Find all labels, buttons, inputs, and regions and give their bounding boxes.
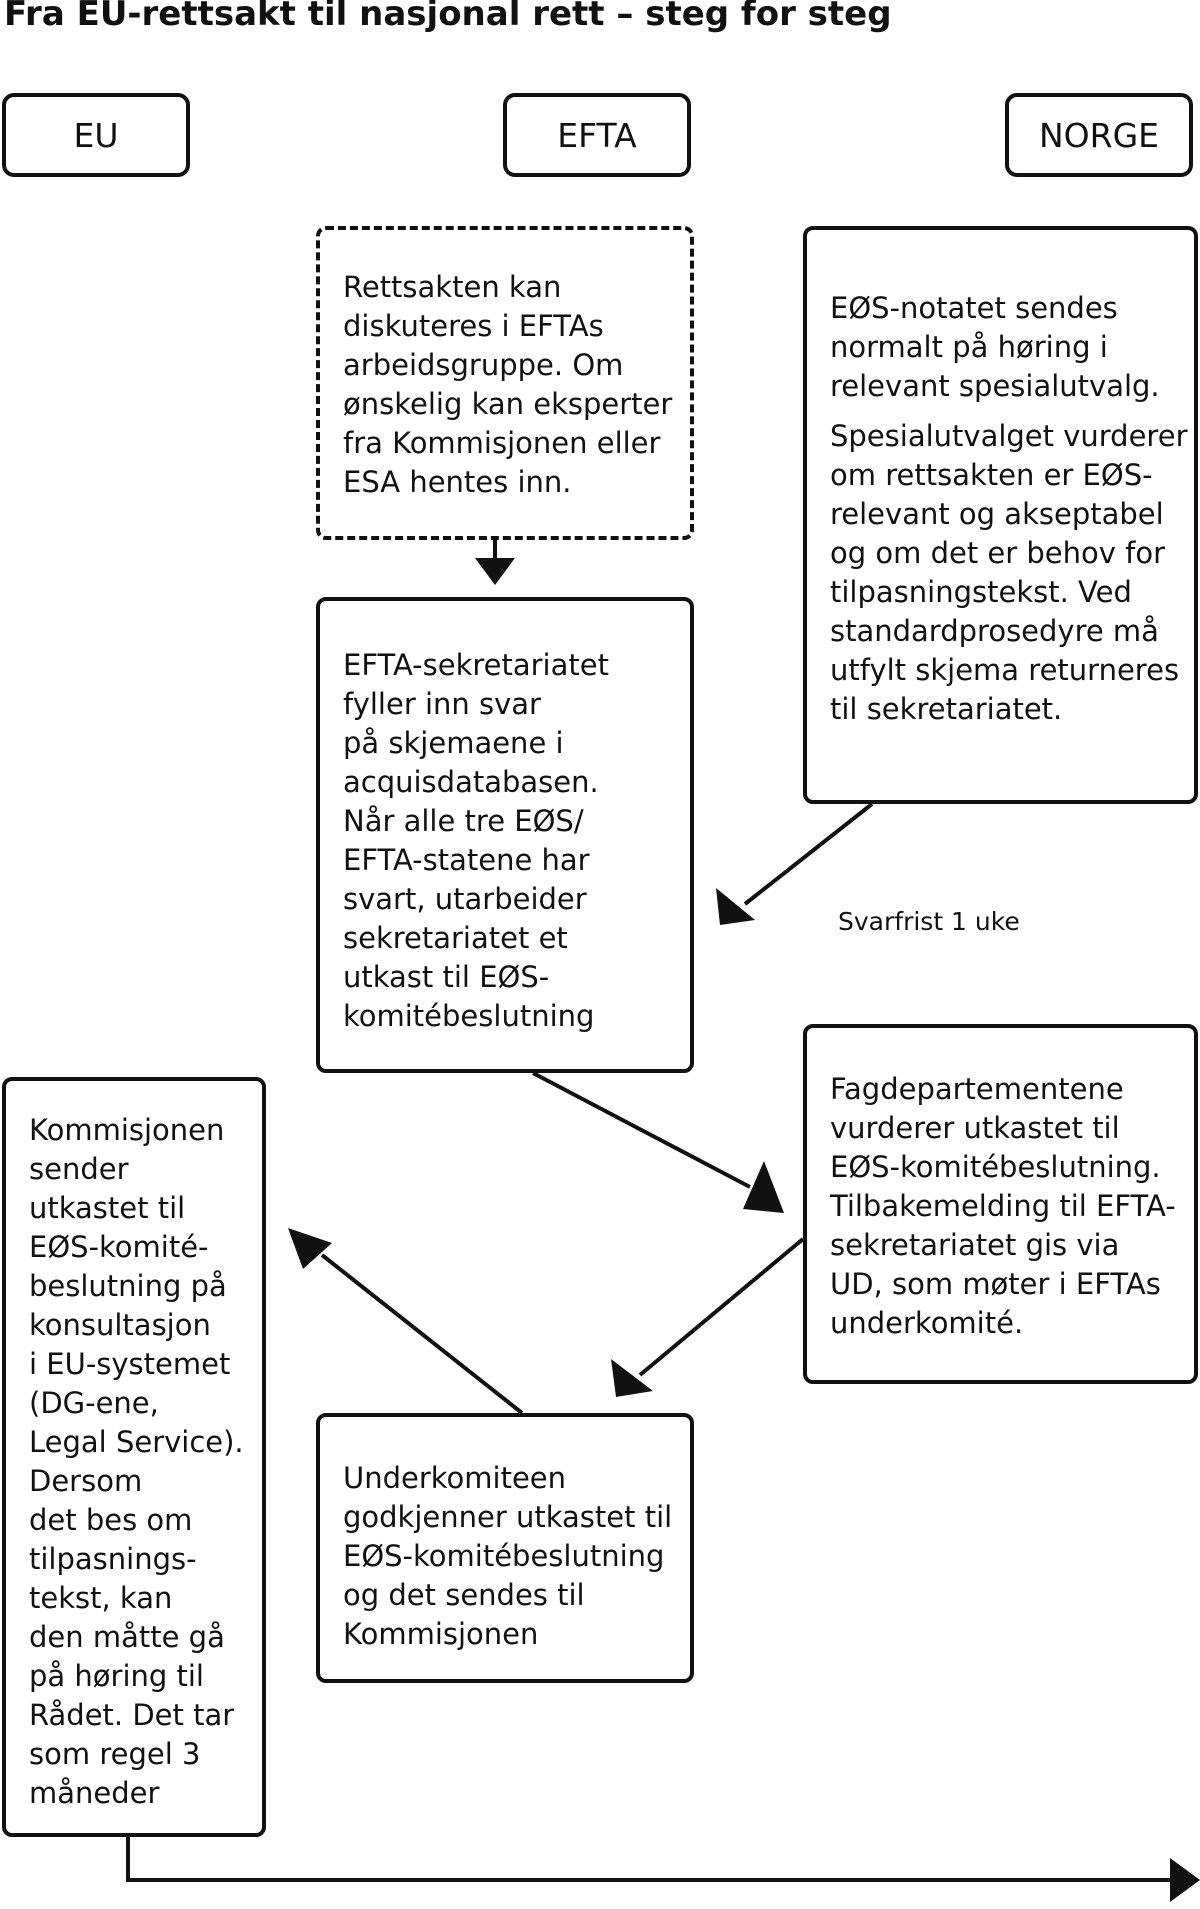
arrow-ministries-to-subcommittee — [638, 1237, 805, 1377]
step-norge-hearing: EØS-notatet sendes normalt på høring i r… — [803, 226, 1198, 804]
arrowhead-down — [475, 558, 515, 585]
step-norge-hearing-text-2: Spesialutvalget vurderer om rettsakten e… — [830, 419, 1188, 726]
step-norge-hearing-text-1: EØS-notatet sendes normalt på høring i r… — [830, 291, 1160, 403]
column-header-efta: EFTA — [503, 93, 691, 177]
step-efta-working-group-text: Rettsakten kan diskuteres i EFTAs arbeid… — [343, 270, 673, 499]
column-header-eu: EU — [2, 93, 190, 177]
arrowhead-to-secretariat — [716, 888, 755, 925]
step-eu-commission-text: Kommisjonen sender utkastet til EØS-komi… — [29, 1113, 244, 1810]
step-efta-secretariat-text: EFTA-sekretariatet fyller inn svar på sk… — [343, 648, 609, 1033]
page-title: Fra EU-rettsakt til nasjonal rett – steg… — [4, 0, 892, 34]
step-efta-subcommittee-text: Underkomiteen godkjenner utkastet til EØ… — [343, 1461, 673, 1651]
arrow-commission-timeline — [126, 1837, 1172, 1882]
arrowhead-to-subcommittee — [611, 1359, 653, 1397]
arrowhead-to-ministries — [743, 1161, 784, 1213]
deadline-label: Svarfrist 1 uke — [838, 907, 1020, 936]
step-norge-ministries: Fagdepartementene vurderer utkastet til … — [803, 1024, 1198, 1384]
step-eu-commission: Kommisjonen sender utkastet til EØS-komi… — [2, 1077, 266, 1837]
step-efta-subcommittee: Underkomiteen godkjenner utkastet til EØ… — [316, 1413, 694, 1683]
arrow-subcommittee-to-commission — [320, 1253, 524, 1415]
column-header-norge: NORGE — [1005, 93, 1193, 177]
step-norge-ministries-text: Fagdepartementene vurderer utkastet til … — [830, 1072, 1176, 1340]
arrow-norge-to-secretariat — [743, 802, 874, 906]
arrowhead-to-commission — [288, 1228, 332, 1269]
arrow-secretariat-to-ministries — [532, 1071, 751, 1189]
arrowhead-timeline — [1170, 1858, 1200, 1902]
step-efta-secretariat: EFTA-sekretariatet fyller inn svar på sk… — [316, 597, 694, 1073]
step-efta-working-group: Rettsakten kan diskuteres i EFTAs arbeid… — [316, 226, 694, 540]
